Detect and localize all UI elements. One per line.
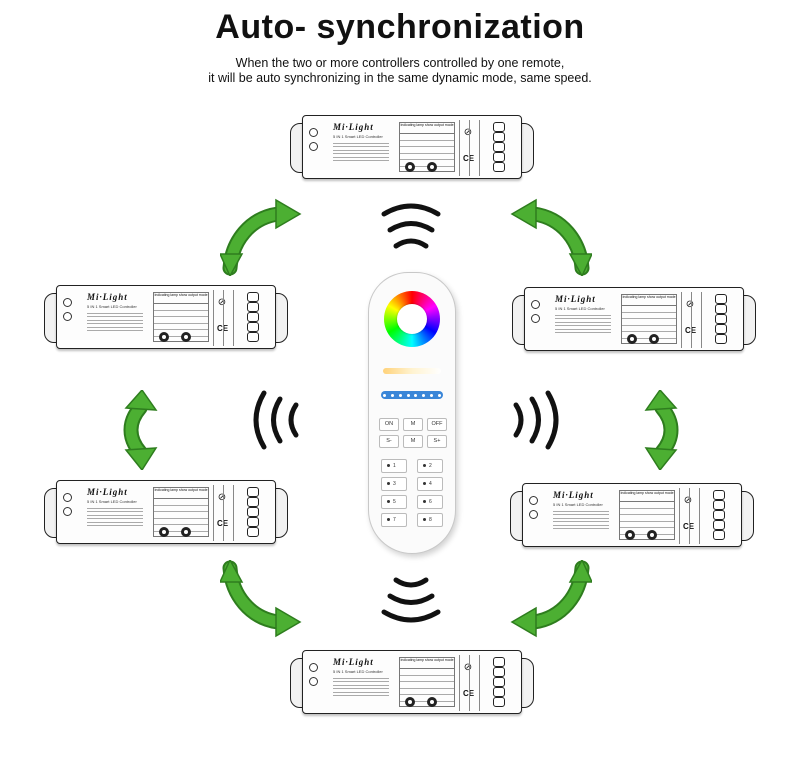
page-title: Auto- synchronization	[215, 8, 585, 46]
description-line-1: When the two or more controllers control…	[235, 56, 565, 70]
model-text: 5 IN 1 Smart LED Controller	[87, 499, 137, 504]
zone-2-button[interactable]: 2	[417, 459, 443, 473]
terminal-block	[213, 485, 259, 541]
controller-upper-left: Mi·Light 5 IN 1 Smart LED Controller Ind…	[44, 285, 288, 349]
speed-down-button[interactable]: S-	[379, 435, 399, 448]
controller-top: Mi·Light 5 IN 1 Smart LED Controller Ind…	[290, 115, 534, 179]
mode-knob[interactable]	[649, 334, 659, 344]
wifi-icon: ⊘	[463, 127, 473, 138]
arrow-swap-icon	[510, 560, 592, 638]
terminal-block	[459, 120, 505, 176]
remote-control: ON M OFF S- M S+ 1 2 3 4 5 6 7 8	[368, 272, 456, 554]
pair-button[interactable]	[159, 527, 169, 537]
ce-mark: CE	[217, 324, 229, 333]
description-line-2: it will be auto synchronizing in the sam…	[208, 71, 592, 85]
ce-mark: CE	[463, 689, 475, 698]
mode-button[interactable]: M	[403, 418, 423, 431]
ce-mark: CE	[463, 154, 475, 163]
arrow-swap-icon	[510, 198, 592, 276]
ce-mark: CE	[685, 326, 697, 335]
brightness-slider[interactable]	[381, 391, 443, 399]
controller-bottom: Mi·Light 5 IN 1 Smart LED Controller Ind…	[290, 650, 534, 714]
arrow-swap-icon	[644, 390, 679, 470]
mode-knob[interactable]	[647, 530, 657, 540]
wifi-icon: ⊘	[217, 297, 227, 308]
brand-logo: Mi·Light	[333, 657, 374, 667]
ce-mark: CE	[217, 519, 229, 528]
wifi-icon: ⊘	[685, 299, 695, 310]
mode-knob[interactable]	[181, 527, 191, 537]
controller-lower-right: Mi·Light 5 IN 1 Smart LED Controller Ind…	[510, 483, 754, 547]
pair-button[interactable]	[159, 332, 169, 342]
wifi-icon: ⊘	[217, 492, 227, 503]
arrow-swap-icon	[123, 390, 158, 470]
brand-logo: Mi·Light	[87, 487, 128, 497]
arrow-swap-icon	[220, 198, 302, 276]
brand-logo: Mi·Light	[333, 122, 374, 132]
signal-wave-icon	[381, 203, 441, 249]
terminal-block	[681, 292, 727, 348]
mode-knob[interactable]	[181, 332, 191, 342]
model-text: 5 IN 1 Smart LED Controller	[333, 134, 383, 139]
mode-button-2[interactable]: M	[403, 435, 423, 448]
brand-logo: Mi·Light	[553, 490, 594, 500]
pair-button[interactable]	[405, 697, 415, 707]
pair-button[interactable]	[405, 162, 415, 172]
pair-button[interactable]	[625, 530, 635, 540]
zone-1-button[interactable]: 1	[381, 459, 407, 473]
pair-button[interactable]	[627, 334, 637, 344]
model-text: 5 IN 1 Smart LED Controller	[553, 502, 603, 507]
wifi-icon: ⊘	[463, 662, 473, 673]
zone-7-button[interactable]: 7	[381, 513, 407, 527]
controller-lower-left: Mi·Light 5 IN 1 Smart LED Controller Ind…	[44, 480, 288, 544]
terminal-block	[213, 290, 259, 346]
brand-logo: Mi·Light	[555, 294, 596, 304]
terminal-block	[679, 488, 725, 544]
zone-3-button[interactable]: 3	[381, 477, 407, 491]
terminal-block	[459, 655, 505, 711]
wifi-icon: ⊘	[683, 495, 693, 506]
on-button[interactable]: ON	[379, 418, 399, 431]
model-text: 5 IN 1 Smart LED Controller	[555, 306, 605, 311]
off-button[interactable]: OFF	[427, 418, 447, 431]
arrow-swap-icon	[220, 560, 302, 638]
mode-knob[interactable]	[427, 697, 437, 707]
zone-5-button[interactable]: 5	[381, 495, 407, 509]
ce-mark: CE	[683, 522, 695, 531]
color-temperature-slider[interactable]	[383, 368, 441, 374]
model-text: 5 IN 1 Smart LED Controller	[333, 669, 383, 674]
zone-8-button[interactable]: 8	[417, 513, 443, 527]
zone-4-button[interactable]: 4	[417, 477, 443, 491]
mode-knob[interactable]	[427, 162, 437, 172]
signal-wave-icon	[253, 390, 299, 450]
brand-logo: Mi·Light	[87, 292, 128, 302]
signal-wave-icon	[513, 390, 559, 450]
model-text: 5 IN 1 Smart LED Controller	[87, 304, 137, 309]
signal-wave-icon	[381, 577, 441, 623]
zone-6-button[interactable]: 6	[417, 495, 443, 509]
controller-upper-right: Mi·Light 5 IN 1 Smart LED Controller Ind…	[512, 287, 756, 351]
speed-up-button[interactable]: S+	[427, 435, 447, 448]
color-wheel-icon[interactable]	[384, 291, 440, 347]
